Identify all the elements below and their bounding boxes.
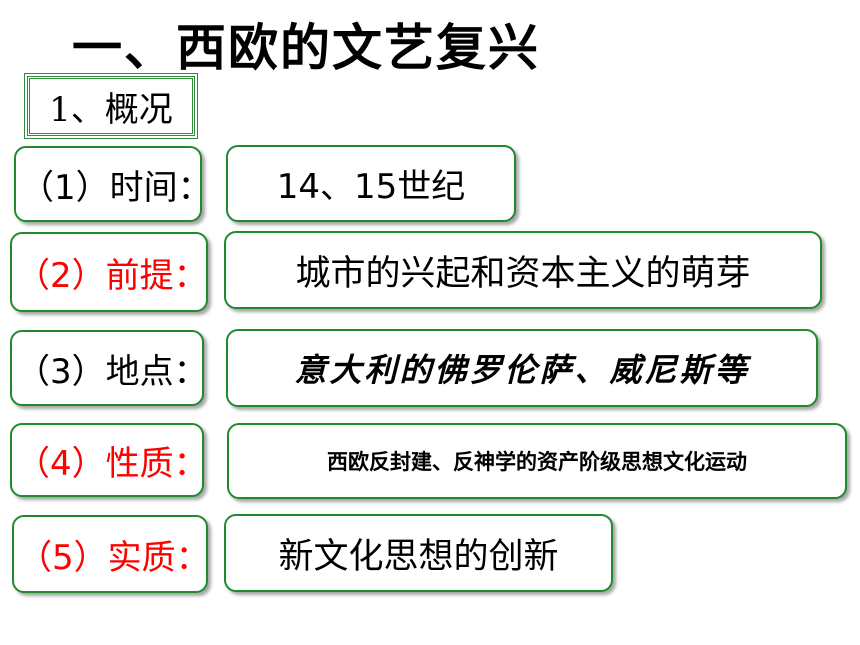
section-heading: 1、概况 xyxy=(24,73,198,139)
label-location: （3）地点： xyxy=(10,330,204,406)
label-essence: （5）实质： xyxy=(12,515,208,593)
label-time: （1）时间： xyxy=(14,146,202,222)
slide-title: 一、西欧的文艺复兴 xyxy=(72,19,540,77)
content-time: 14、15世纪 xyxy=(226,145,516,222)
label-nature: （4）性质： xyxy=(10,423,204,497)
label-premise: （2）前提： xyxy=(10,232,208,312)
content-premise: 城市的兴起和资本主义的萌芽 xyxy=(224,231,822,309)
content-nature: 西欧反封建、反神学的资产阶级思想文化运动 xyxy=(227,423,847,499)
content-essence: 新文化思想的创新 xyxy=(224,514,613,592)
content-location: 意大利的佛罗伦萨、威尼斯等 xyxy=(226,329,818,407)
